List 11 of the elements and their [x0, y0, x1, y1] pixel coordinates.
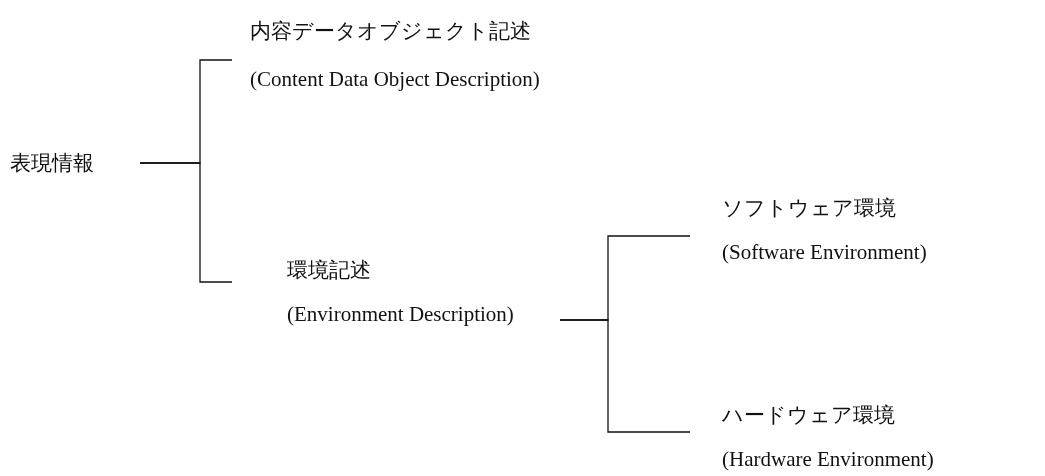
node-title: ハードウェア環境 — [722, 402, 895, 428]
node-title: 表現情報 — [10, 150, 94, 176]
connector-line — [139, 162, 233, 283]
node-subtitle: (Hardware Environment) — [722, 446, 934, 472]
node-title: 内容データオブジェクト記述 — [250, 18, 531, 44]
node-subtitle: (Environment Description) — [287, 301, 514, 327]
node-subtitle: (Content Data Object Description) — [250, 66, 540, 92]
node-subtitle: (Software Environment) — [722, 239, 927, 265]
node-title: ソフトウェア環境 — [722, 195, 896, 221]
node-title: 環境記述 — [287, 257, 371, 283]
connector-line — [559, 319, 691, 433]
